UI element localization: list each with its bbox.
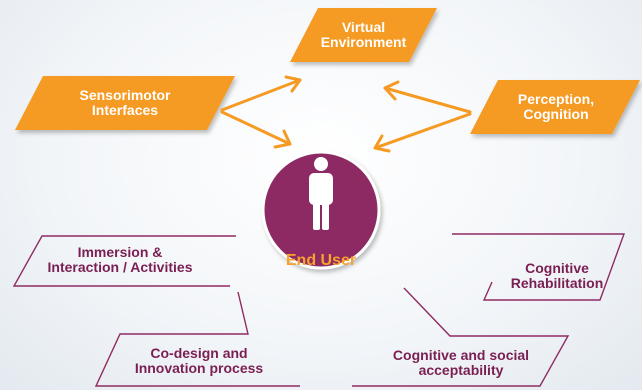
codesign-line2: Innovation process	[134, 360, 264, 376]
arrows-group	[220, 75, 472, 153]
rehabilitation-line2: Rehabilitation	[510, 275, 604, 291]
arrow-perception-ve	[383, 86, 472, 114]
arrowhead-user-right	[373, 134, 391, 153]
arrow-sensorimotor-user	[220, 110, 292, 146]
codesign-outline	[94, 291, 300, 387]
sensorimotor-line1: Sensorimotor	[79, 87, 171, 103]
codesign-label: Co-design and Innovation process	[104, 346, 294, 376]
virtual-environment-line1: Virtual	[341, 19, 386, 35]
codesign-line1: Co-design and	[150, 345, 248, 361]
sensorimotor-label: Sensorimotor Interfaces	[45, 88, 205, 118]
sensorimotor-box	[15, 76, 235, 130]
arrow-perception-user	[373, 112, 472, 150]
virtual-environment-line2: Environment	[320, 34, 407, 50]
end-user-circle	[261, 150, 381, 270]
immersion-label: Immersion & Interaction / Activities	[10, 245, 230, 275]
end-user-label: End User	[285, 252, 357, 269]
acceptability-line1: Cognitive and social	[392, 347, 530, 363]
arrowhead-user-left	[273, 129, 292, 149]
immersion-line1: Immersion &	[77, 244, 163, 260]
person-icon	[309, 157, 333, 230]
sensorimotor-line2: Interfaces	[91, 102, 159, 118]
acceptability-line2: acceptability	[418, 362, 504, 378]
acceptability-label: Cognitive and social acceptability	[366, 348, 556, 378]
perception-line2: Cognition	[523, 106, 589, 122]
immersion-outline	[12, 235, 236, 287]
arrow-sensorimotor-ve	[220, 78, 302, 112]
virtual-environment-box	[290, 8, 437, 62]
arrowhead-perception-ve	[383, 80, 400, 101]
rehabilitation-outline	[452, 233, 625, 301]
perception-line1: Perception,	[517, 91, 595, 107]
arrowhead-ve	[284, 75, 302, 93]
immersion-line2: Interaction / Activities	[47, 259, 193, 275]
virtual-environment-label: Virtual Environment	[305, 20, 422, 50]
acceptability-outline	[352, 287, 570, 387]
perception-box	[470, 80, 640, 134]
rehabilitation-line1: Cognitive	[525, 260, 589, 276]
perception-label: Perception, Cognition	[490, 92, 622, 122]
rehabilitation-label: Cognitive Rehabilitation	[492, 261, 622, 291]
